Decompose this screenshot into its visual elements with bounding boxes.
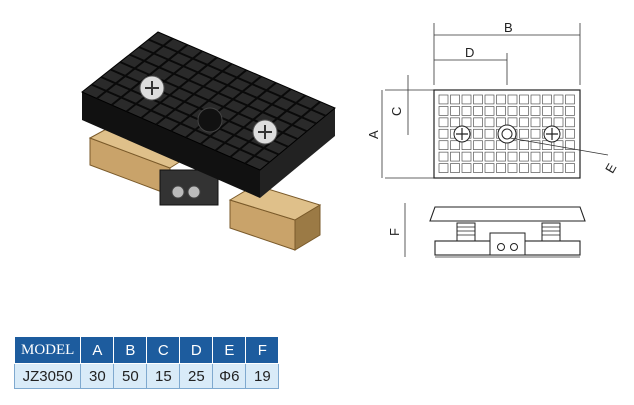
cell-b: 50 xyxy=(113,363,148,389)
dim-label-c: C xyxy=(389,107,404,116)
cell-model: JZ3050 xyxy=(13,363,82,389)
header-model: MODEL xyxy=(13,336,82,364)
top-view-drawing: B D A C E xyxy=(366,20,620,179)
dim-label-d: D xyxy=(465,45,474,60)
cell-f: 19 xyxy=(245,363,280,389)
cell-d: 25 xyxy=(179,363,214,389)
spec-header-row: MODEL A B C D E F xyxy=(13,336,280,364)
cell-c: 15 xyxy=(146,363,181,389)
cell-a: 30 xyxy=(80,363,115,389)
header-a: A xyxy=(80,336,115,364)
dim-label-b: B xyxy=(504,20,513,35)
dim-label-f: F xyxy=(387,228,402,236)
dim-label-a: A xyxy=(366,130,381,139)
header-b: B xyxy=(113,336,148,364)
dim-label-e: E xyxy=(602,160,619,175)
spec-table: MODEL A B C D E F JZ3050 30 50 15 25 Φ6 … xyxy=(13,336,280,389)
product-illustration xyxy=(81,31,336,251)
header-e: E xyxy=(212,336,247,364)
header-d: D xyxy=(179,336,214,364)
cell-e: Φ6 xyxy=(212,363,247,389)
spec-data-row: JZ3050 30 50 15 25 Φ6 19 xyxy=(13,363,280,389)
side-view-drawing: F xyxy=(387,203,586,258)
header-f: F xyxy=(245,336,280,364)
header-c: C xyxy=(146,336,181,364)
